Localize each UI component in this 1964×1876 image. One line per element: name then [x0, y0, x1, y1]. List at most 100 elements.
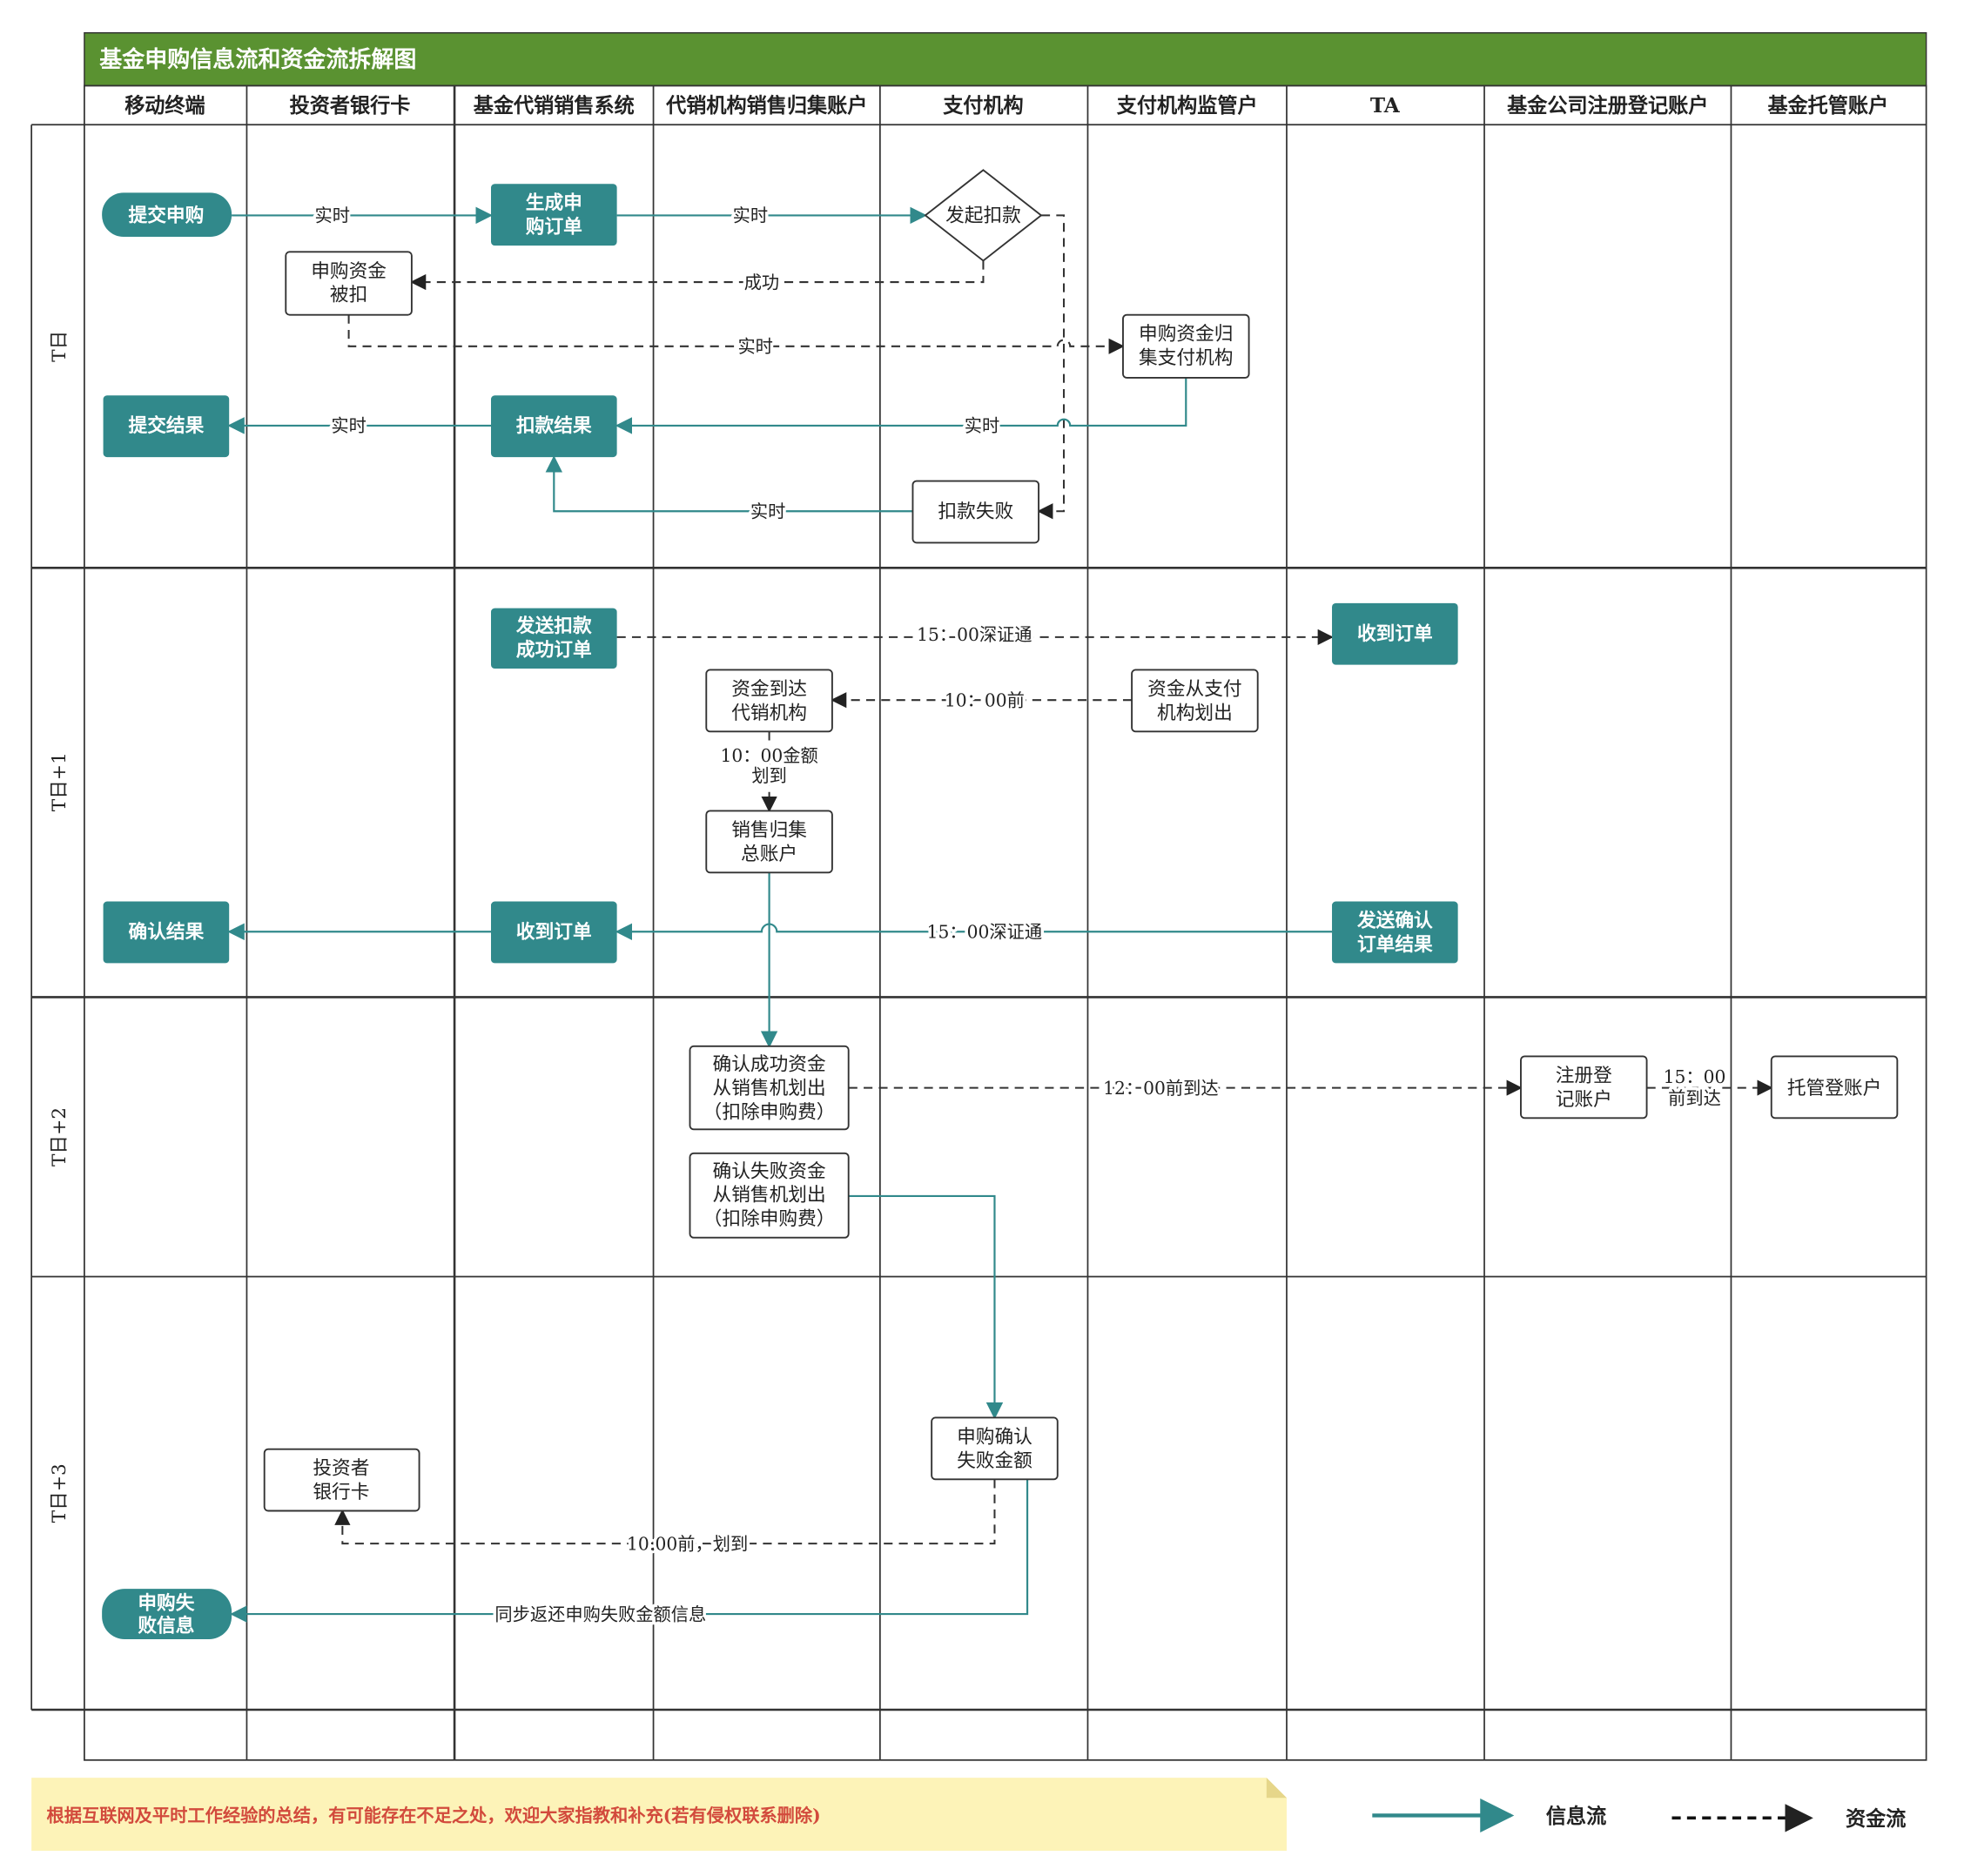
svg-text:扣款失败: 扣款失败: [938, 501, 1013, 522]
node-fail-info: 申购失 败信息: [102, 1589, 232, 1640]
node-investor-card: 投资者 银行卡: [263, 1448, 420, 1512]
node-send-confirm: 发送确认 订单结果: [1332, 901, 1458, 964]
edge-label: 实时: [737, 336, 772, 357]
edge-money: [410, 260, 985, 291]
node-receive-order: 收到订单: [491, 901, 617, 964]
lane-header: 投资者银行卡: [290, 94, 411, 118]
lane-header: 基金托管账户: [1767, 94, 1888, 118]
edge-label: 实时: [315, 205, 350, 226]
svg-text:机构划出: 机构划出: [1157, 703, 1233, 724]
svg-text:确认结果: 确认结果: [129, 921, 205, 944]
legend-money-label: 资金流: [1846, 1807, 1906, 1831]
node-submit-result: 提交结果: [103, 395, 230, 458]
svg-text:申购资金: 申购资金: [311, 260, 387, 282]
lane-header: 支付机构: [943, 94, 1024, 118]
lane-header: 代销机构销售归集账户: [665, 94, 867, 118]
svg-text:（扣除申购费）: （扣除申购费）: [703, 1208, 836, 1230]
lane-header: 移动终端: [124, 94, 205, 118]
svg-text:扣款结果: 扣款结果: [516, 414, 592, 437]
svg-text:托管登账户: 托管登账户: [1787, 1078, 1881, 1099]
node-collect-payment: 申购资金归 集支付机构: [1122, 313, 1250, 379]
svg-text:确认成功资金: 确认成功资金: [713, 1053, 826, 1075]
edge-money: [347, 314, 1125, 354]
edge-label: 实时: [733, 205, 768, 226]
svg-text:发送扣款: 发送扣款: [515, 615, 592, 637]
svg-text:代销机构: 代销机构: [731, 703, 807, 724]
edge-label: 划到: [751, 765, 786, 786]
row-label: T日+3: [49, 1463, 71, 1523]
svg-text:资金从支付: 资金从支付: [1147, 678, 1241, 700]
title-bar: [84, 31, 1927, 87]
svg-text:成功订单: 成功订单: [516, 640, 592, 662]
node-deduct-result: 扣款结果: [491, 395, 617, 458]
svg-text:发起扣款: 发起扣款: [945, 205, 1021, 227]
svg-text:投资者: 投资者: [313, 1458, 369, 1480]
svg-text:申购失: 申购失: [138, 1592, 194, 1614]
node-submit: 提交申购: [102, 192, 232, 237]
edge-info: [615, 377, 1187, 434]
edge-label: 同步返还申购失败金额信息: [494, 1604, 706, 1624]
legend-info-label: 信息流: [1546, 1805, 1606, 1828]
node-deduct-fail: 扣款失败: [911, 480, 1040, 544]
edge-info: [848, 1194, 1004, 1420]
svg-text:根据互联网及平时工作经验的总结，有可能存在不足之处，欢迎大家: 根据互联网及平时工作经验的总结，有可能存在不足之处，欢迎大家指教和补充(若有侵权…: [47, 1805, 821, 1826]
svg-text:申购确认: 申购确认: [957, 1426, 1032, 1448]
svg-text:从销售机划出: 从销售机划出: [713, 1185, 826, 1207]
node-sales-total-account: 销售归集 总账户: [705, 810, 833, 874]
row-label: T日+2: [49, 1107, 71, 1167]
svg-text:发送确认: 发送确认: [1356, 909, 1433, 931]
svg-text:记账户: 记账户: [1556, 1089, 1612, 1111]
node-funds-deducted: 申购资金 被扣: [285, 251, 413, 316]
edge-label: 12：00前到达: [1103, 1078, 1218, 1099]
svg-text:提交申购: 提交申购: [129, 205, 205, 227]
svg-text:提交结果: 提交结果: [129, 414, 205, 437]
svg-text:（扣除申购费）: （扣除申购费）: [703, 1101, 836, 1123]
node-fail-amount: 申购确认 失败金额: [931, 1416, 1059, 1481]
lane-header: 基金代销销售系统: [474, 94, 635, 118]
edge-label: 15：00深证通: [917, 624, 1032, 645]
svg-text:收到订单: 收到订单: [516, 921, 592, 944]
node-registration-account: 注册登 记账户: [1520, 1055, 1648, 1120]
edge-money: [1037, 214, 1066, 520]
edge-label: 成功: [744, 272, 779, 292]
edge-label: 15：00: [1664, 1066, 1726, 1087]
edge-label: 实时: [965, 415, 999, 436]
svg-text:订单结果: 订单结果: [1357, 933, 1433, 956]
svg-text:申购资金归: 申购资金归: [1139, 324, 1233, 346]
node-confirm-success-funds: 确认成功资金 从销售机划出 （扣除申购费）: [689, 1045, 850, 1131]
node-confirm-result: 确认结果: [103, 901, 230, 964]
node-funds-out: 资金从支付 机构划出: [1131, 669, 1259, 733]
lane-header: 支付机构监管户: [1117, 94, 1258, 118]
edge-label: 实时: [331, 415, 366, 436]
svg-text:资金到达: 资金到达: [731, 678, 807, 700]
edge-label: 15：00深证通: [927, 922, 1042, 943]
svg-text:被扣: 被扣: [330, 285, 367, 306]
lane-header: TA: [1370, 94, 1401, 118]
node-confirm-fail-funds: 确认失败资金 从销售机划出 （扣除申购费）: [689, 1152, 850, 1239]
edge-info: [545, 455, 913, 513]
svg-text:注册登: 注册登: [1556, 1065, 1612, 1086]
node-custody-account: 托管登账户: [1770, 1055, 1899, 1120]
svg-text:从销售机划出: 从销售机划出: [713, 1078, 826, 1099]
svg-text:收到订单: 收到订单: [1357, 622, 1433, 645]
row-label: T日+1: [49, 752, 71, 811]
swimlane-grid: [30, 84, 1927, 1761]
svg-text:总账户: 总账户: [741, 844, 797, 865]
edge-label: 10：00金额: [720, 745, 817, 766]
edge-label: 实时: [750, 501, 785, 521]
svg-text:销售归集: 销售归集: [731, 819, 807, 841]
edge-info: [230, 1479, 1029, 1623]
edge-label: 10:00前，划到: [627, 1533, 748, 1554]
node-funds-arrive: 资金到达 代销机构: [705, 669, 833, 733]
edge-info: [615, 923, 1333, 941]
svg-text:失败金额: 失败金额: [957, 1450, 1032, 1472]
node-initiate-deduction: 发起扣款: [924, 169, 1043, 262]
node-ta-receive-order: 收到订单: [1332, 602, 1458, 665]
lane-header: 基金公司注册登记账户: [1507, 94, 1708, 118]
node-send-success-order: 发送扣款 成功订单: [491, 608, 617, 669]
edges: [227, 206, 1773, 1623]
svg-text:确认失败资金: 确认失败资金: [713, 1160, 826, 1182]
row-label: T日: [49, 331, 71, 362]
edge-label: 10：00前: [945, 689, 1025, 710]
